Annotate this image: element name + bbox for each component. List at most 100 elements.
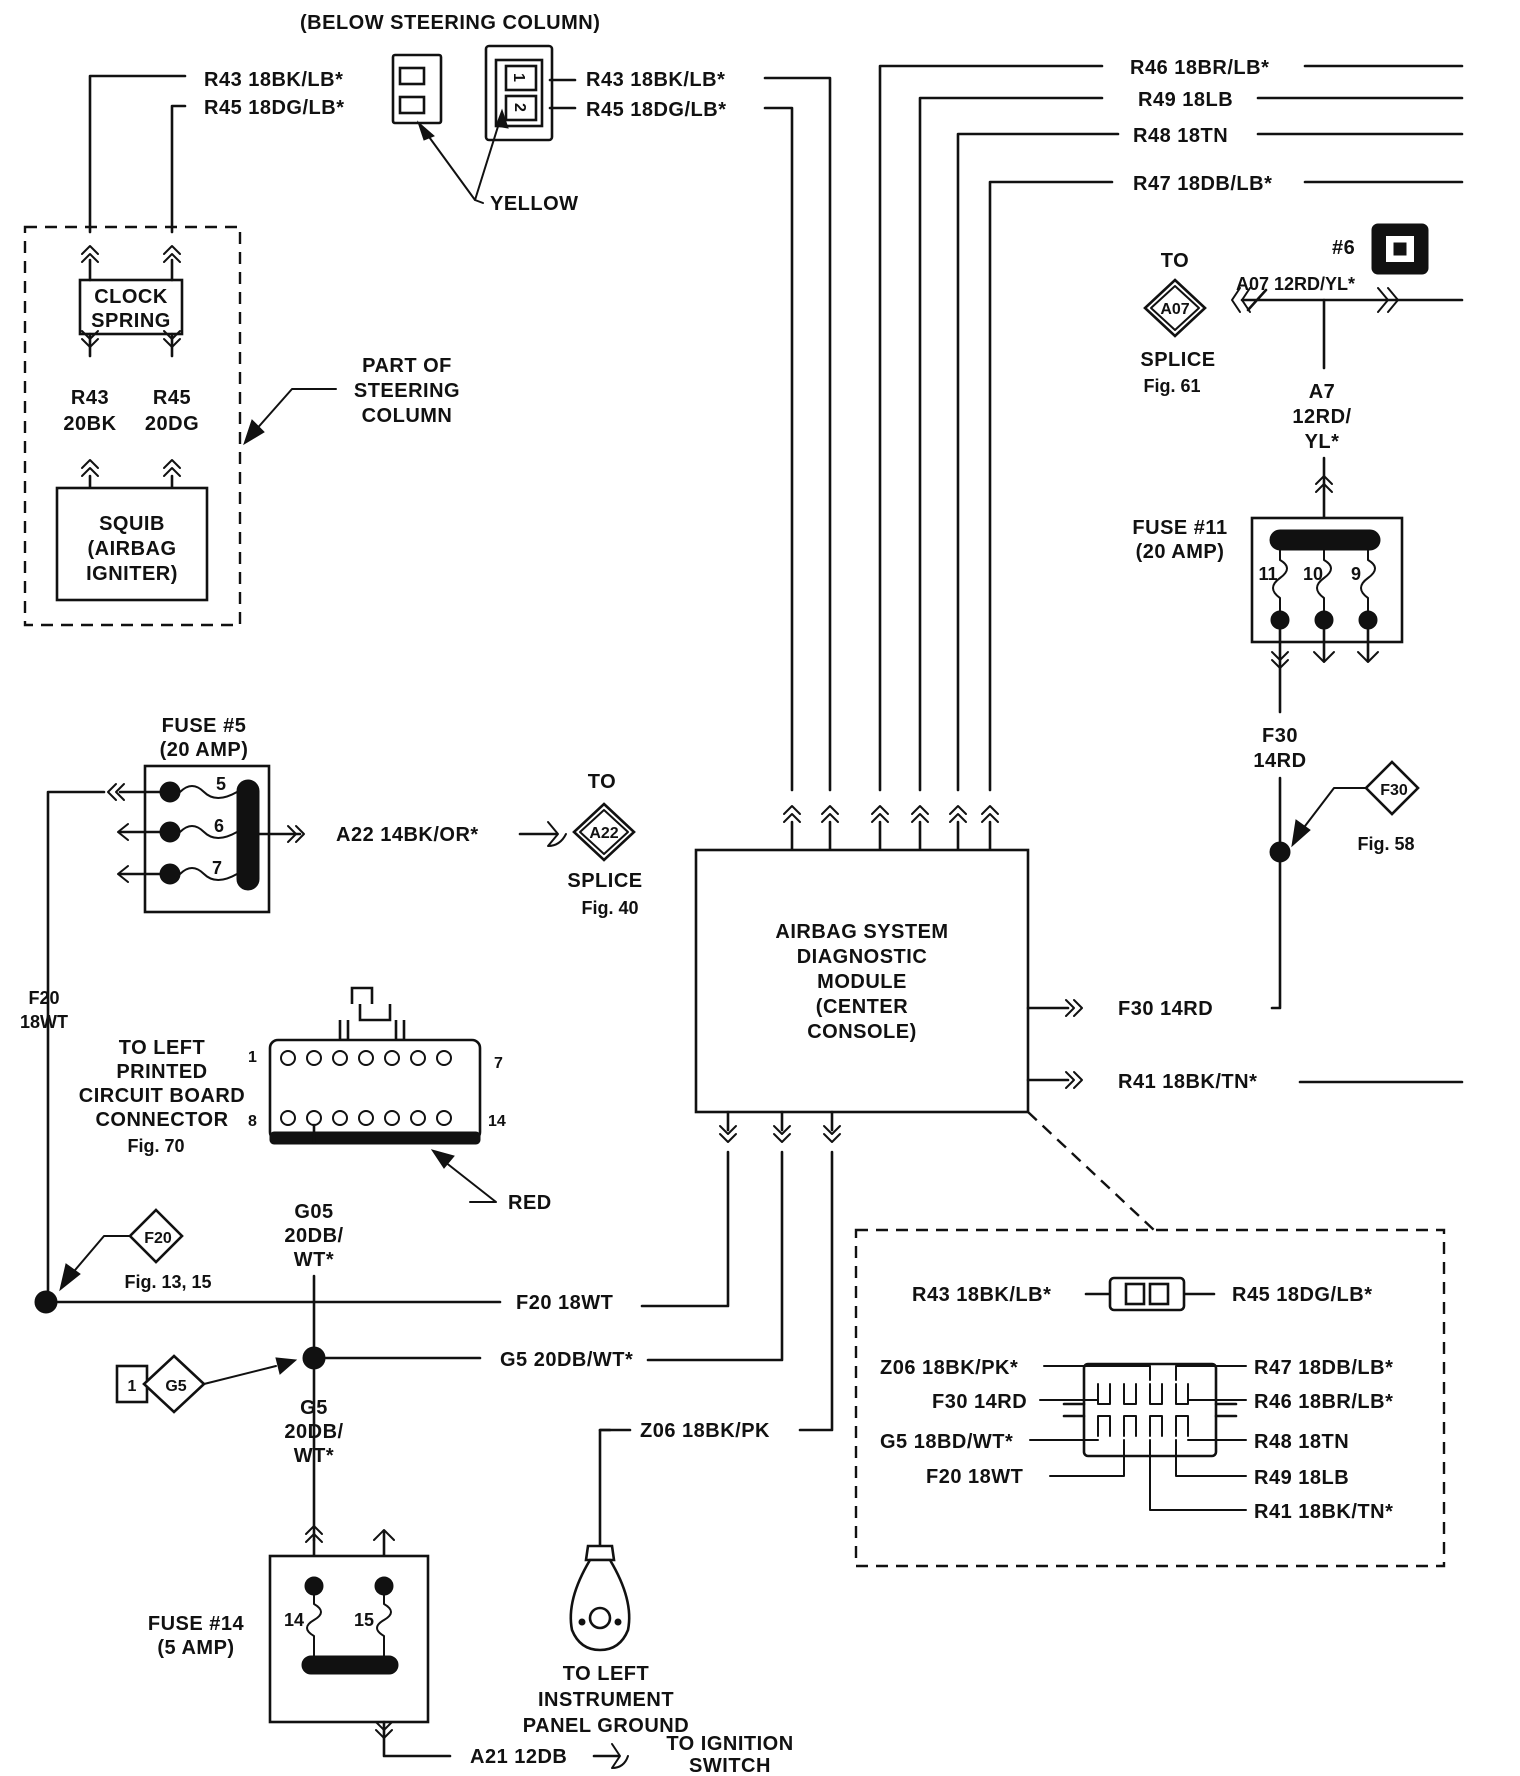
clockspring-harness: R43 18BK/LB* R45 18DG/LB* [88,69,345,234]
fuse-11-pin-11: 11 [1258,564,1277,584]
inset-r45: R45 18DG/LB* [1232,1284,1373,1306]
fuse-14-pin-14: 14 [284,1610,304,1630]
connector-pin-1: 1 [510,73,527,82]
ref-g5-id: G5 [165,1378,186,1395]
wire-label-r48: R48 18TN [1133,125,1228,147]
connector-6-label: #6 [1332,237,1355,259]
ref-f30-fig: Fig. 58 [1357,834,1414,854]
wire-g5-color: WT* [294,1445,334,1467]
inset-r47: R47 18DB/LB* [1254,1357,1393,1379]
wire-g5-name: G5 [300,1397,328,1419]
module-title-4: (CENTER [816,996,908,1018]
fuse-11-title-1: FUSE #11 [1132,517,1227,539]
inset-z06: Z06 18BK/PK* [880,1357,1018,1379]
module-title-5: CONSOLE) [807,1021,917,1043]
location-label: (BELOW STEERING COLUMN) [300,12,600,34]
splice-a22-label: SPLICE [567,870,642,892]
pcb-pin-7: 7 [494,1055,503,1072]
splice-a07-to: TO [1161,250,1189,272]
ground-circuits-area: F20 18WT F20 Fig. 13, 15 G5 20DB/WT* 1 G… [34,1208,770,1737]
fuse-5-pin-5: 5 [216,774,226,794]
squib-title-1: SQUIB [99,513,165,535]
wire-f30-gauge: 14RD [1253,750,1306,772]
splice-a07-fig: Fig. 61 [1143,376,1200,396]
ref-f30-id: F30 [1380,782,1408,799]
wire-g05-color: WT* [294,1249,334,1271]
connector-color-label: YELLOW [490,193,579,215]
pcb-label-2: PRINTED [116,1061,207,1083]
inset-r41: R41 18BK/TN* [1254,1501,1393,1523]
ref-f20-fig: Fig. 13, 15 [124,1272,211,1292]
module-bus-wires: R46 18BR/LB* R49 18LB R48 18TN R47 18DB/… [878,57,1464,792]
pcb-connector-area: TO LEFT PRINTED CIRCUIT BOARD CONNECTOR … [79,986,552,1271]
inset-f20: F20 18WT [926,1466,1023,1488]
pcb-pin-8: 8 [248,1113,257,1130]
fuse-11-area: #6 TO A07 SPLICE Fig. 61 A07 12RD/YL* A7… [1132,223,1464,1010]
fuse-11-title-2: (20 AMP) [1136,541,1225,563]
pcb-label-4: CONNECTOR [95,1109,228,1131]
inset-f30: F30 14RD [932,1391,1027,1413]
wire-label-f20-module: F20 18WT [516,1292,613,1314]
wire-label-r41-module: R41 18BK/TN* [1118,1071,1257,1093]
ref-g5-num: 1 [128,1378,137,1395]
connector-pin-2: 2 [511,103,528,112]
fuse-5-title-1: FUSE #5 [162,715,247,737]
fuse-5-pin-6: 6 [214,816,224,836]
squib-title-2: (AIRBAG [87,538,176,560]
wire-r43-gauge: 20BK [63,413,116,435]
splice-a22-fig: Fig. 40 [581,898,638,918]
pcb-pin-14: 14 [488,1113,506,1130]
wire-label-a21: A21 12DB [470,1746,567,1768]
ref-f20-id: F20 [144,1230,172,1247]
splice-a07-label: SPLICE [1140,349,1215,371]
wire-label-r45-left: R45 18DG/LB* [204,97,345,119]
inset-r43: R43 18BK/LB* [912,1284,1051,1306]
wire-label-f30-module: F30 14RD [1118,998,1213,1020]
ground-label-2: INSTRUMENT [538,1689,674,1711]
pcb-fig: Fig. 70 [127,1136,184,1156]
splice-a22-to: TO [588,771,616,793]
fuse-14-area: 14 15 FUSE #14 (5 AMP) A21 12DB TO IGNIT… [148,1525,793,1776]
wire-label-a07: A07 12RD/YL* [1236,274,1355,294]
part-of-label-1: PART OF [362,355,452,377]
fuse-5-title-2: (20 AMP) [160,739,249,761]
wire-f20-left-name: F20 [28,988,59,1008]
fuse-14-title-2: (5 AMP) [157,1637,234,1659]
fuse-14-title-1: FUSE #14 [148,1613,245,1635]
wire-r45-gauge: 20DG [145,413,199,435]
module-title-3: MODULE [817,971,907,993]
ground-label-3: PANEL GROUND [523,1715,689,1737]
pcb-connector-pins [280,1050,452,1126]
wire-a7-color: YL* [1305,431,1340,453]
module-connector-inset: R43 18BK/LB* R45 18DG/LB* Z06 18BK/PK* F… [854,1228,1446,1568]
ground-label-1: TO LEFT [563,1663,649,1685]
wire-a7-name: A7 [1309,381,1336,403]
wire-a7-gauge: 12RD/ [1292,406,1351,428]
wire-label-r45-module: R45 18DG/LB* [586,99,727,121]
clockspring-connector: 1 2 R43 18BK/LB* R45 18DG/LB* YELLOW [391,44,832,792]
wire-g05-gauge: 20DB/ [284,1225,343,1247]
wire-label-r46: R46 18BR/LB* [1130,57,1269,79]
squib-title-3: IGNITER) [86,563,178,585]
wire-label-r47: R47 18DB/LB* [1133,173,1272,195]
fuse-11-pin-10: 10 [1303,564,1323,584]
to-ignition-2: SWITCH [689,1755,771,1776]
splice-a07-id: A07 [1160,301,1189,318]
wire-f30-name: F30 [1262,725,1298,747]
pcb-label-3: CIRCUIT BOARD [79,1085,246,1107]
part-of-label-3: COLUMN [362,405,453,427]
wire-g05-name: G05 [294,1201,333,1223]
pcb-color-label: RED [508,1192,552,1214]
clockspring-title-1: CLOCK [94,286,168,308]
pcb-label-1: TO LEFT [119,1037,205,1059]
inset-r49: R49 18LB [1254,1467,1349,1489]
inset-r48: R48 18TN [1254,1431,1349,1453]
fuse-14-pin-15: 15 [354,1610,374,1630]
wire-g5-gauge: 20DB/ [284,1421,343,1443]
wire-r45-name: R45 [153,387,191,409]
fuse-11-pin-9: 9 [1351,564,1361,584]
wire-label-r49: R49 18LB [1138,89,1233,111]
inset-r46: R46 18BR/LB* [1254,1391,1393,1413]
